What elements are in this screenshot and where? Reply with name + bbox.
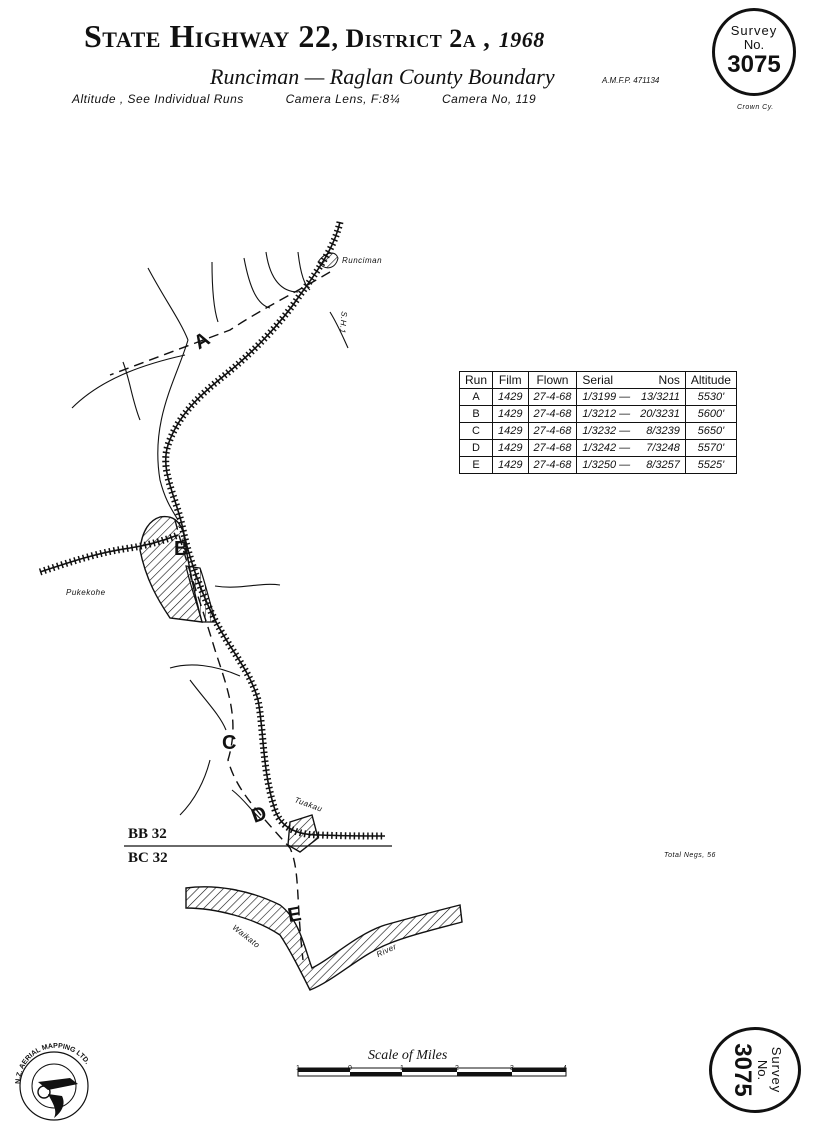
cell-film: 1429: [492, 388, 529, 406]
cell-altitude: 5650': [684, 422, 737, 440]
label-pukekohe: Pukekohe: [66, 588, 106, 597]
survey-label: Survey: [730, 23, 778, 38]
cell-serial: 1/3242 —: [576, 439, 636, 457]
cell-serial: 1/3199 —: [576, 388, 636, 406]
survey-label: Survey: [769, 1046, 784, 1094]
title-year: 1968: [498, 27, 545, 52]
survey-stamp-bottom: Survey No. 3075: [709, 1027, 801, 1113]
survey-no-label: No.: [755, 1059, 770, 1081]
cell-flown: 27-4-68: [527, 456, 578, 474]
sheet-label-bc32: BC 32: [128, 850, 168, 866]
cell-run: C: [458, 422, 494, 440]
header-run: Run: [458, 371, 494, 389]
run-label-c: C: [222, 732, 237, 754]
cell-run: A: [458, 388, 494, 406]
camera-lens: Camera Lens, F:8¼: [285, 92, 401, 106]
map-title: State Highway 22, District 2a , 1968: [84, 18, 545, 55]
aerial-mapping-logo-icon: N.Z. AERIAL MAPPING LTD.: [15, 1043, 91, 1121]
cell-film: 1429: [492, 405, 529, 423]
survey-stamp-top: Survey No. 3075: [712, 8, 796, 96]
scale-tick: 3: [510, 1065, 514, 1072]
cell-serial: 1/3212 —: [576, 405, 636, 423]
survey-no-label: No.: [743, 37, 765, 52]
header-film: Film: [492, 371, 529, 389]
survey-number: 3075: [729, 1043, 756, 1097]
title-district: , District 2a ,: [331, 24, 491, 53]
table-row: D 1429 27-4-68 1/3242 — 7/3248 5570': [458, 439, 737, 457]
cell-serial: 1/3250 —: [576, 456, 636, 474]
altitude-note: Altitude , See Individual Runs: [72, 92, 244, 106]
crown-copyright: Crown Cy.: [737, 104, 774, 111]
header-altitude: Altitude: [684, 371, 737, 389]
cell-nos: 13/3211: [635, 388, 686, 406]
camera-number: Camera No, 119: [442, 92, 537, 106]
cell-nos: 20/3231: [635, 405, 686, 423]
cell-film: 1429: [492, 456, 529, 474]
table-row: B 1429 27-4-68 1/3212 — 20/3231 5600': [458, 405, 737, 423]
title-main: State Highway 22: [84, 18, 332, 54]
streams: [71, 251, 349, 821]
table-header-row: Run Film Flown Serial Nos Altitude: [458, 371, 737, 389]
cell-altitude: 5525': [684, 456, 737, 474]
scale-tick: 1: [400, 1065, 404, 1072]
cell-altitude: 5570': [684, 439, 737, 457]
cell-altitude: 5600': [684, 405, 737, 423]
scale-tick: 1: [296, 1065, 300, 1072]
map-subtitle: Runciman — Raglan County Boundary: [210, 64, 555, 89]
label-runciman: Runciman: [342, 256, 383, 265]
total-negs: Total Negs, 56: [664, 852, 716, 859]
header-serial: Serial: [576, 371, 636, 389]
scale-tick: 2: [455, 1065, 459, 1072]
table-row: E 1429 27-4-68 1/3250 — 8/3257 5525': [458, 456, 737, 474]
sheet-label-bb32: BB 32: [128, 826, 167, 842]
table-row: C 1429 27-4-68 1/3232 — 8/3239 5650': [458, 422, 737, 440]
flight-info-line: Altitude , See Individual Runs Camera Le…: [72, 92, 574, 106]
run-label-b: B: [174, 538, 189, 560]
cell-serial: 1/3232 —: [576, 422, 636, 440]
cell-flown: 27-4-68: [527, 422, 578, 440]
runs-table: Run Film Flown Serial Nos Altitude A 142…: [458, 371, 737, 474]
tuakau-area: [287, 814, 319, 853]
waikato-river: [185, 886, 463, 991]
table-row: A 1429 27-4-68 1/3199 — 13/3211 5530': [458, 388, 737, 406]
scale-tick: 4: [563, 1065, 567, 1072]
cell-flown: 27-4-68: [527, 405, 578, 423]
railway-line: [38, 221, 386, 840]
cell-flown: 27-4-68: [527, 439, 578, 457]
cell-nos: 8/3257: [635, 456, 686, 474]
cell-film: 1429: [492, 439, 529, 457]
cell-run: B: [458, 405, 494, 423]
amfp-reference: A.M.F.P. 471134: [602, 76, 660, 85]
cell-altitude: 5530': [684, 388, 737, 406]
scale-bar: [297, 1067, 567, 1077]
scale-title: Scale of Miles: [368, 1048, 448, 1063]
header-nos: Nos: [635, 371, 686, 389]
cell-film: 1429: [492, 422, 529, 440]
header-flown: Flown: [527, 371, 578, 389]
cell-run: E: [458, 456, 494, 474]
scale-tick: 0: [348, 1065, 352, 1072]
cell-nos: 7/3248: [635, 439, 686, 457]
survey-number: 3075: [727, 51, 781, 78]
cell-nos: 8/3239: [635, 422, 686, 440]
cell-flown: 27-4-68: [527, 388, 578, 406]
cell-run: D: [458, 439, 494, 457]
